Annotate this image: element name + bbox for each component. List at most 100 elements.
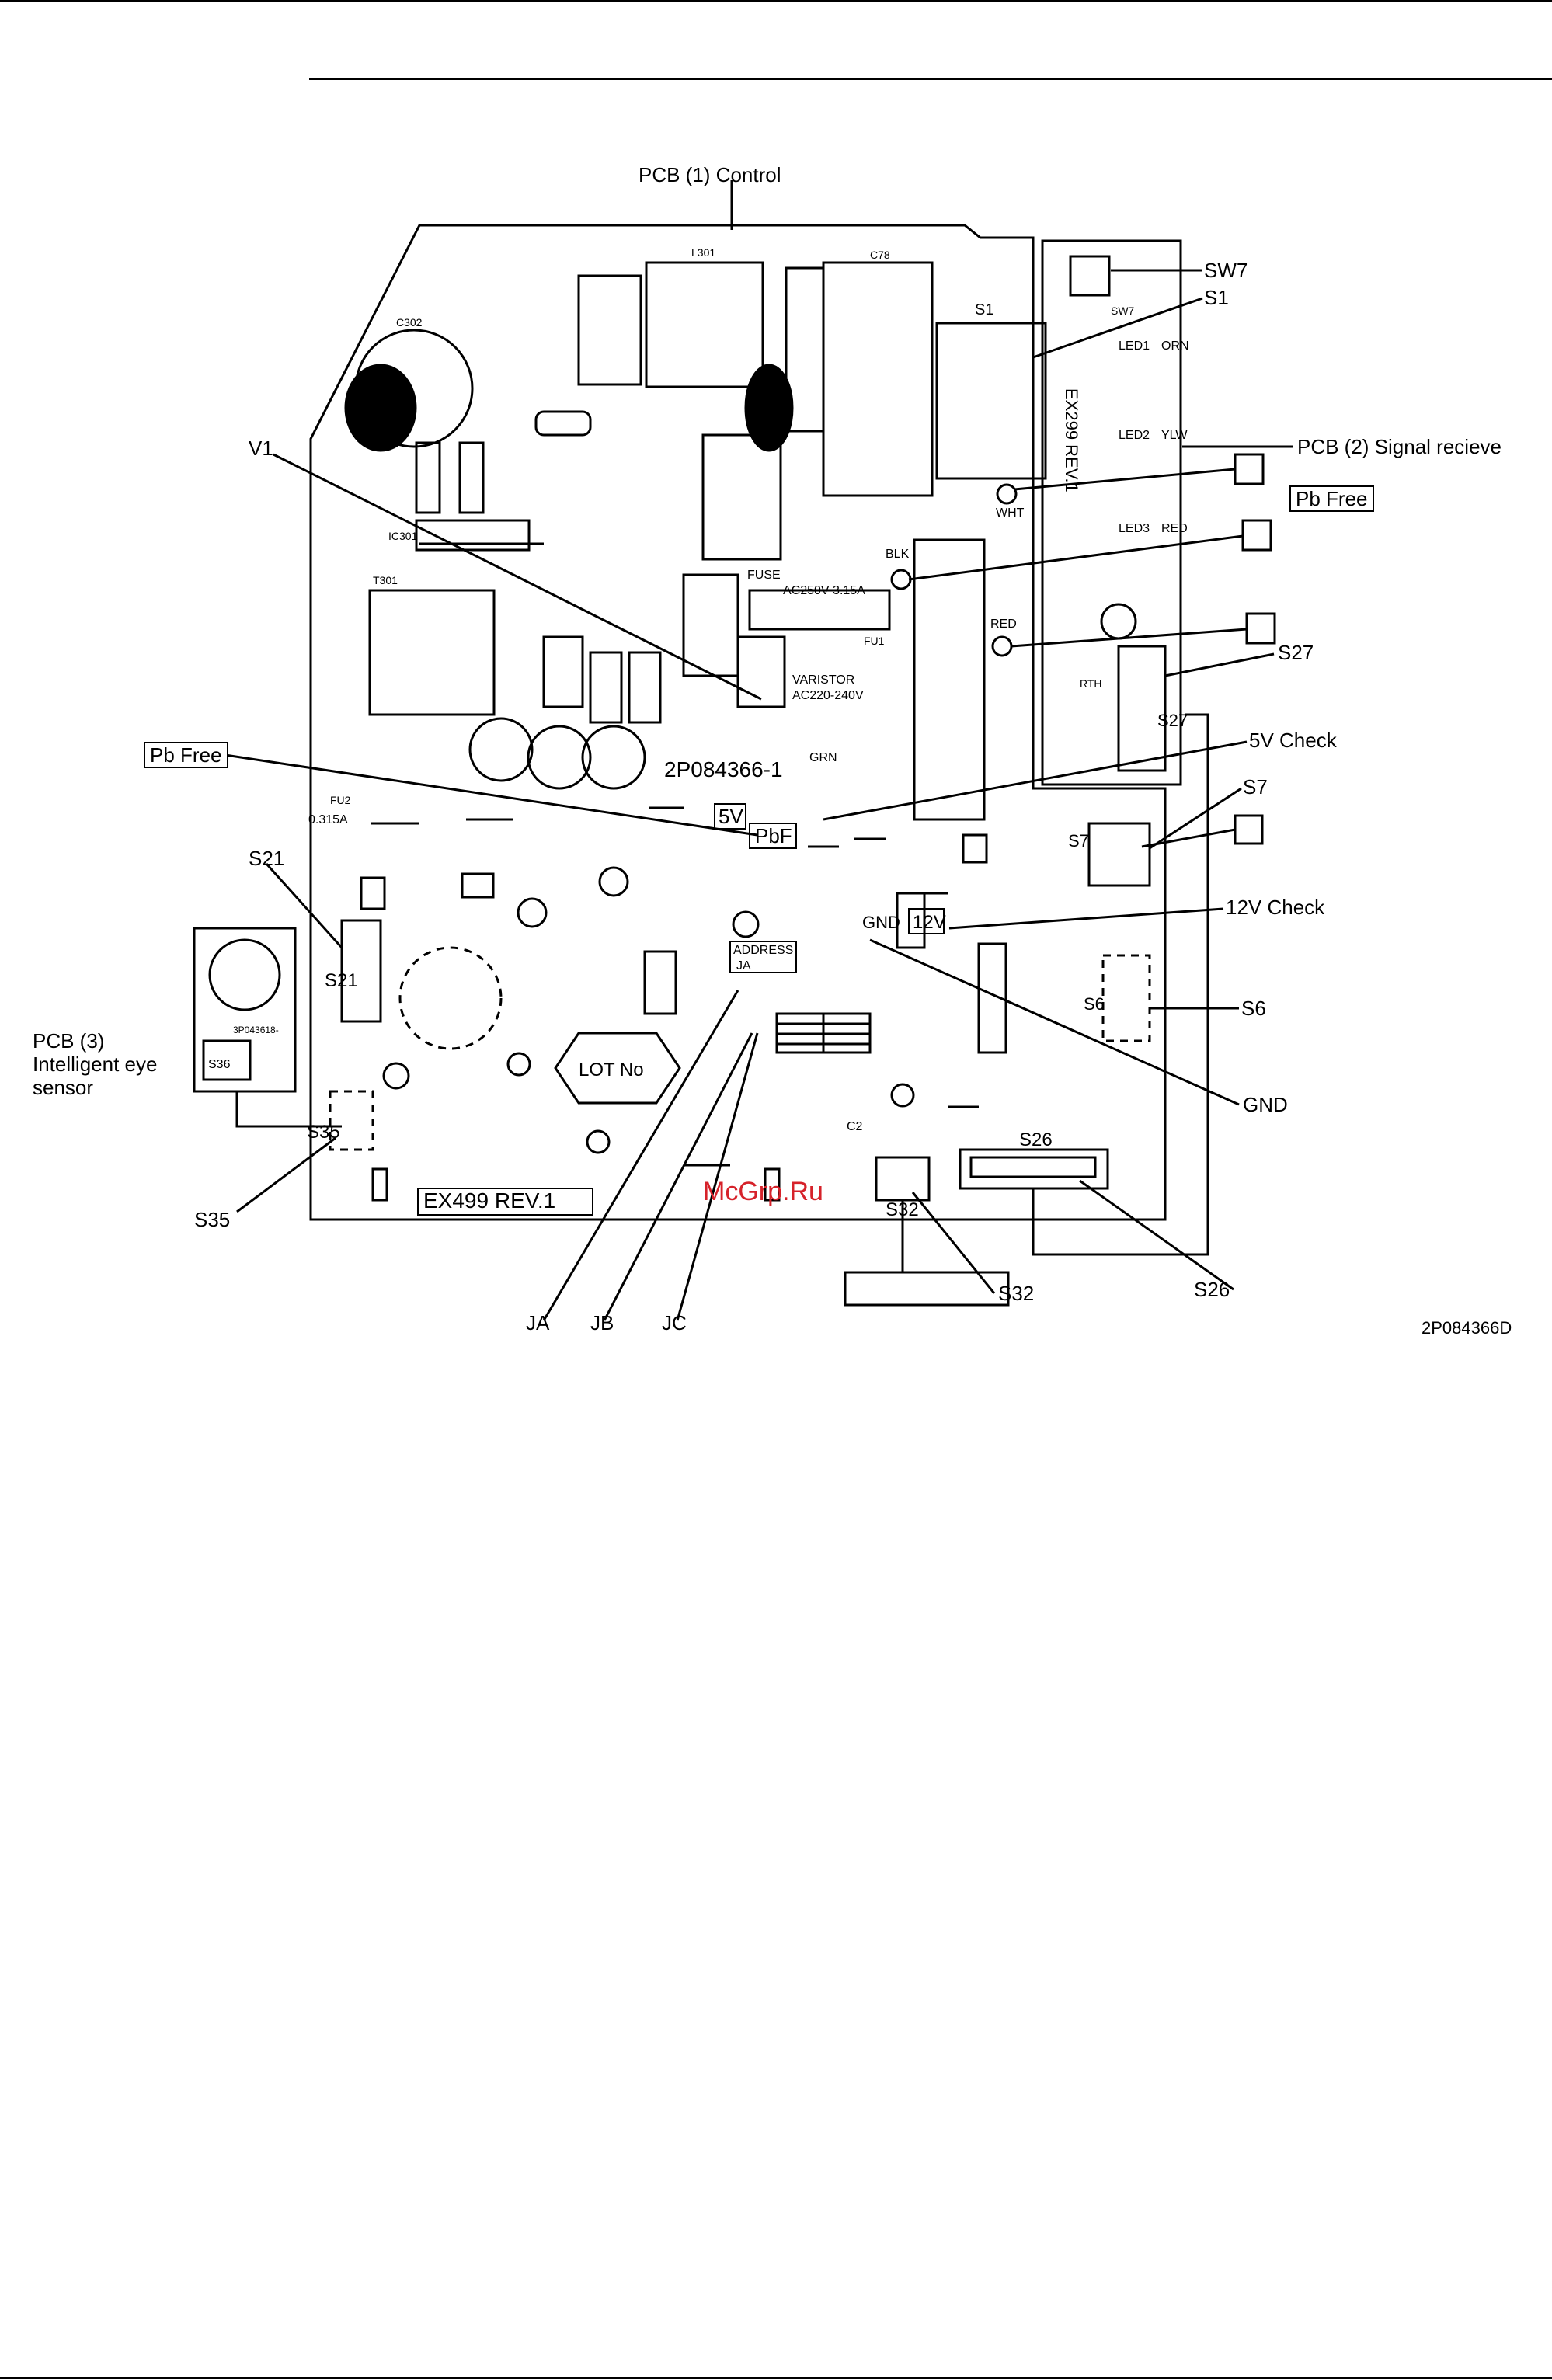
ic-block: [785, 266, 825, 433]
label-wht: WHT: [996, 506, 1025, 520]
label-pb-free-left: Pb Free: [144, 742, 228, 768]
lot-no-box: [554, 1032, 681, 1105]
label-led3: LED3: [1119, 522, 1150, 535]
switch-sw7: [1069, 255, 1111, 297]
label-fuse: FUSE: [747, 569, 781, 582]
label-sw7: SW7: [1204, 259, 1248, 282]
capacitor-dark-1: [344, 364, 417, 452]
label-5v-check: 5V Check: [1249, 729, 1337, 752]
label-c78: C78: [870, 249, 890, 261]
leader-s35: [236, 1136, 336, 1213]
label-pb-free-right: Pb Free: [1289, 485, 1374, 512]
component-c78: [822, 261, 934, 497]
label-jb: JB: [590, 1311, 614, 1334]
label-red-led: RED: [1161, 522, 1188, 535]
label-5v: 5V: [719, 805, 743, 828]
wire-wht: [1014, 468, 1236, 491]
label-varistor: VARISTOR: [792, 673, 854, 687]
crystal-xt1: [643, 950, 677, 1015]
label-s6-conn: S6: [1084, 994, 1105, 1014]
label-l301: L301: [691, 246, 715, 259]
leader-5v: [823, 740, 1248, 821]
leader-jb: [603, 1032, 753, 1321]
label-rev-sensor: EX299 REV.1: [1062, 388, 1081, 492]
label-s7: S7: [1243, 775, 1268, 799]
connector-s36: [202, 1039, 252, 1081]
label-fu2: FU2: [330, 794, 351, 806]
ic301-block: [415, 519, 531, 552]
label-s1-conn: S1: [975, 301, 993, 318]
label-s27: S27: [1278, 641, 1314, 664]
label-pcb3-line2: Intelligent eye: [33, 1053, 158, 1076]
label-s27-conn: S27: [1157, 711, 1188, 730]
label-led2: LED2: [1119, 429, 1150, 442]
leader-v1: [273, 453, 762, 701]
main-ic-column: [913, 538, 986, 821]
drawing-number: 2P084366D: [1422, 1318, 1512, 1338]
label-ic301: IC301: [388, 530, 418, 542]
label-address: ADDRESS: [733, 944, 793, 957]
label-rev-main: EX499 REV.1: [423, 1188, 555, 1213]
label-pcb1-control: PCB (1) Control: [639, 163, 781, 186]
ic-strip: [977, 942, 1007, 1054]
sensor-dome: [208, 938, 281, 1011]
label-gnd-board: GND: [862, 913, 900, 932]
label-c302: C302: [396, 316, 423, 329]
label-sensor-part: 3P043618-: [233, 1025, 279, 1035]
leader-jc: [676, 1032, 759, 1321]
capacitor-dark-2: [744, 364, 794, 452]
label-s21-conn: S21: [325, 970, 358, 991]
leader-s7: [1149, 787, 1242, 850]
label-led1: LED1: [1119, 339, 1150, 353]
signal-receiver-board: [1041, 239, 1182, 786]
label-blk: BLK: [886, 548, 910, 561]
label-s6: S6: [1241, 997, 1266, 1020]
capacitor-c309: [468, 717, 534, 782]
varistor-block: [736, 635, 786, 708]
label-t301: T301: [373, 574, 398, 586]
s6-outline: [1101, 954, 1151, 1042]
plug-red: [1245, 612, 1276, 645]
label-red: RED: [990, 618, 1017, 631]
label-ylw: YLW: [1161, 429, 1188, 442]
label-s21: S21: [249, 847, 285, 870]
label-jc: JC: [662, 1311, 687, 1334]
label-lot-no: LOT No: [579, 1060, 644, 1080]
connector-s26-inner: [969, 1156, 1097, 1178]
capacitor-c310: [527, 725, 592, 790]
plug-blk: [1241, 519, 1272, 552]
label-fu1: FU1: [864, 635, 885, 647]
fuse-block: [682, 573, 739, 677]
label-pcb3-sensor: PCB (3) Intelligent eye sensor: [33, 1029, 157, 1099]
connector-s1: [935, 322, 1047, 480]
label-s35-conn: S35: [307, 1122, 340, 1143]
label-s1: S1: [1204, 286, 1229, 309]
line-filter-l301: [645, 261, 764, 388]
leader-gnd: [869, 938, 1240, 1106]
label-fuse-rating: AC250V 3.15A: [783, 584, 865, 597]
label-grn: GRN: [809, 751, 837, 764]
watermark: McGrp.Ru: [703, 1177, 823, 1206]
s35-outline: [329, 1090, 374, 1151]
label-s36: S36: [208, 1058, 231, 1071]
label-s32: S32: [998, 1282, 1035, 1305]
label-v1: V1: [249, 437, 273, 460]
label-part-no: 2P084366-1: [664, 757, 783, 781]
connector-s26: [959, 1148, 1109, 1190]
label-varistor-rating: AC220-240V: [792, 689, 864, 702]
label-s32-conn: S32: [886, 1199, 919, 1220]
label-s7-conn: S7: [1068, 831, 1089, 851]
wire-blk: [908, 534, 1244, 581]
wire-s26: [1032, 713, 1209, 1256]
top-rule: [0, 0, 1552, 2]
leader-12v: [948, 907, 1224, 930]
leader-s21: [265, 862, 343, 949]
label-12v: 12V: [913, 912, 946, 933]
label-pcb3-line1: PCB (3): [33, 1029, 105, 1053]
leader-pbfree: [224, 753, 758, 837]
label-gnd: GND: [1243, 1093, 1288, 1116]
wire-red: [1011, 628, 1248, 648]
pcb-diagram: L301 C78 S1 IC301 T301 C302 FU1 FU2 0.31…: [193, 180, 1293, 1321]
label-12v-check: 12V Check: [1226, 896, 1325, 919]
label-ja: JA: [526, 1311, 550, 1334]
